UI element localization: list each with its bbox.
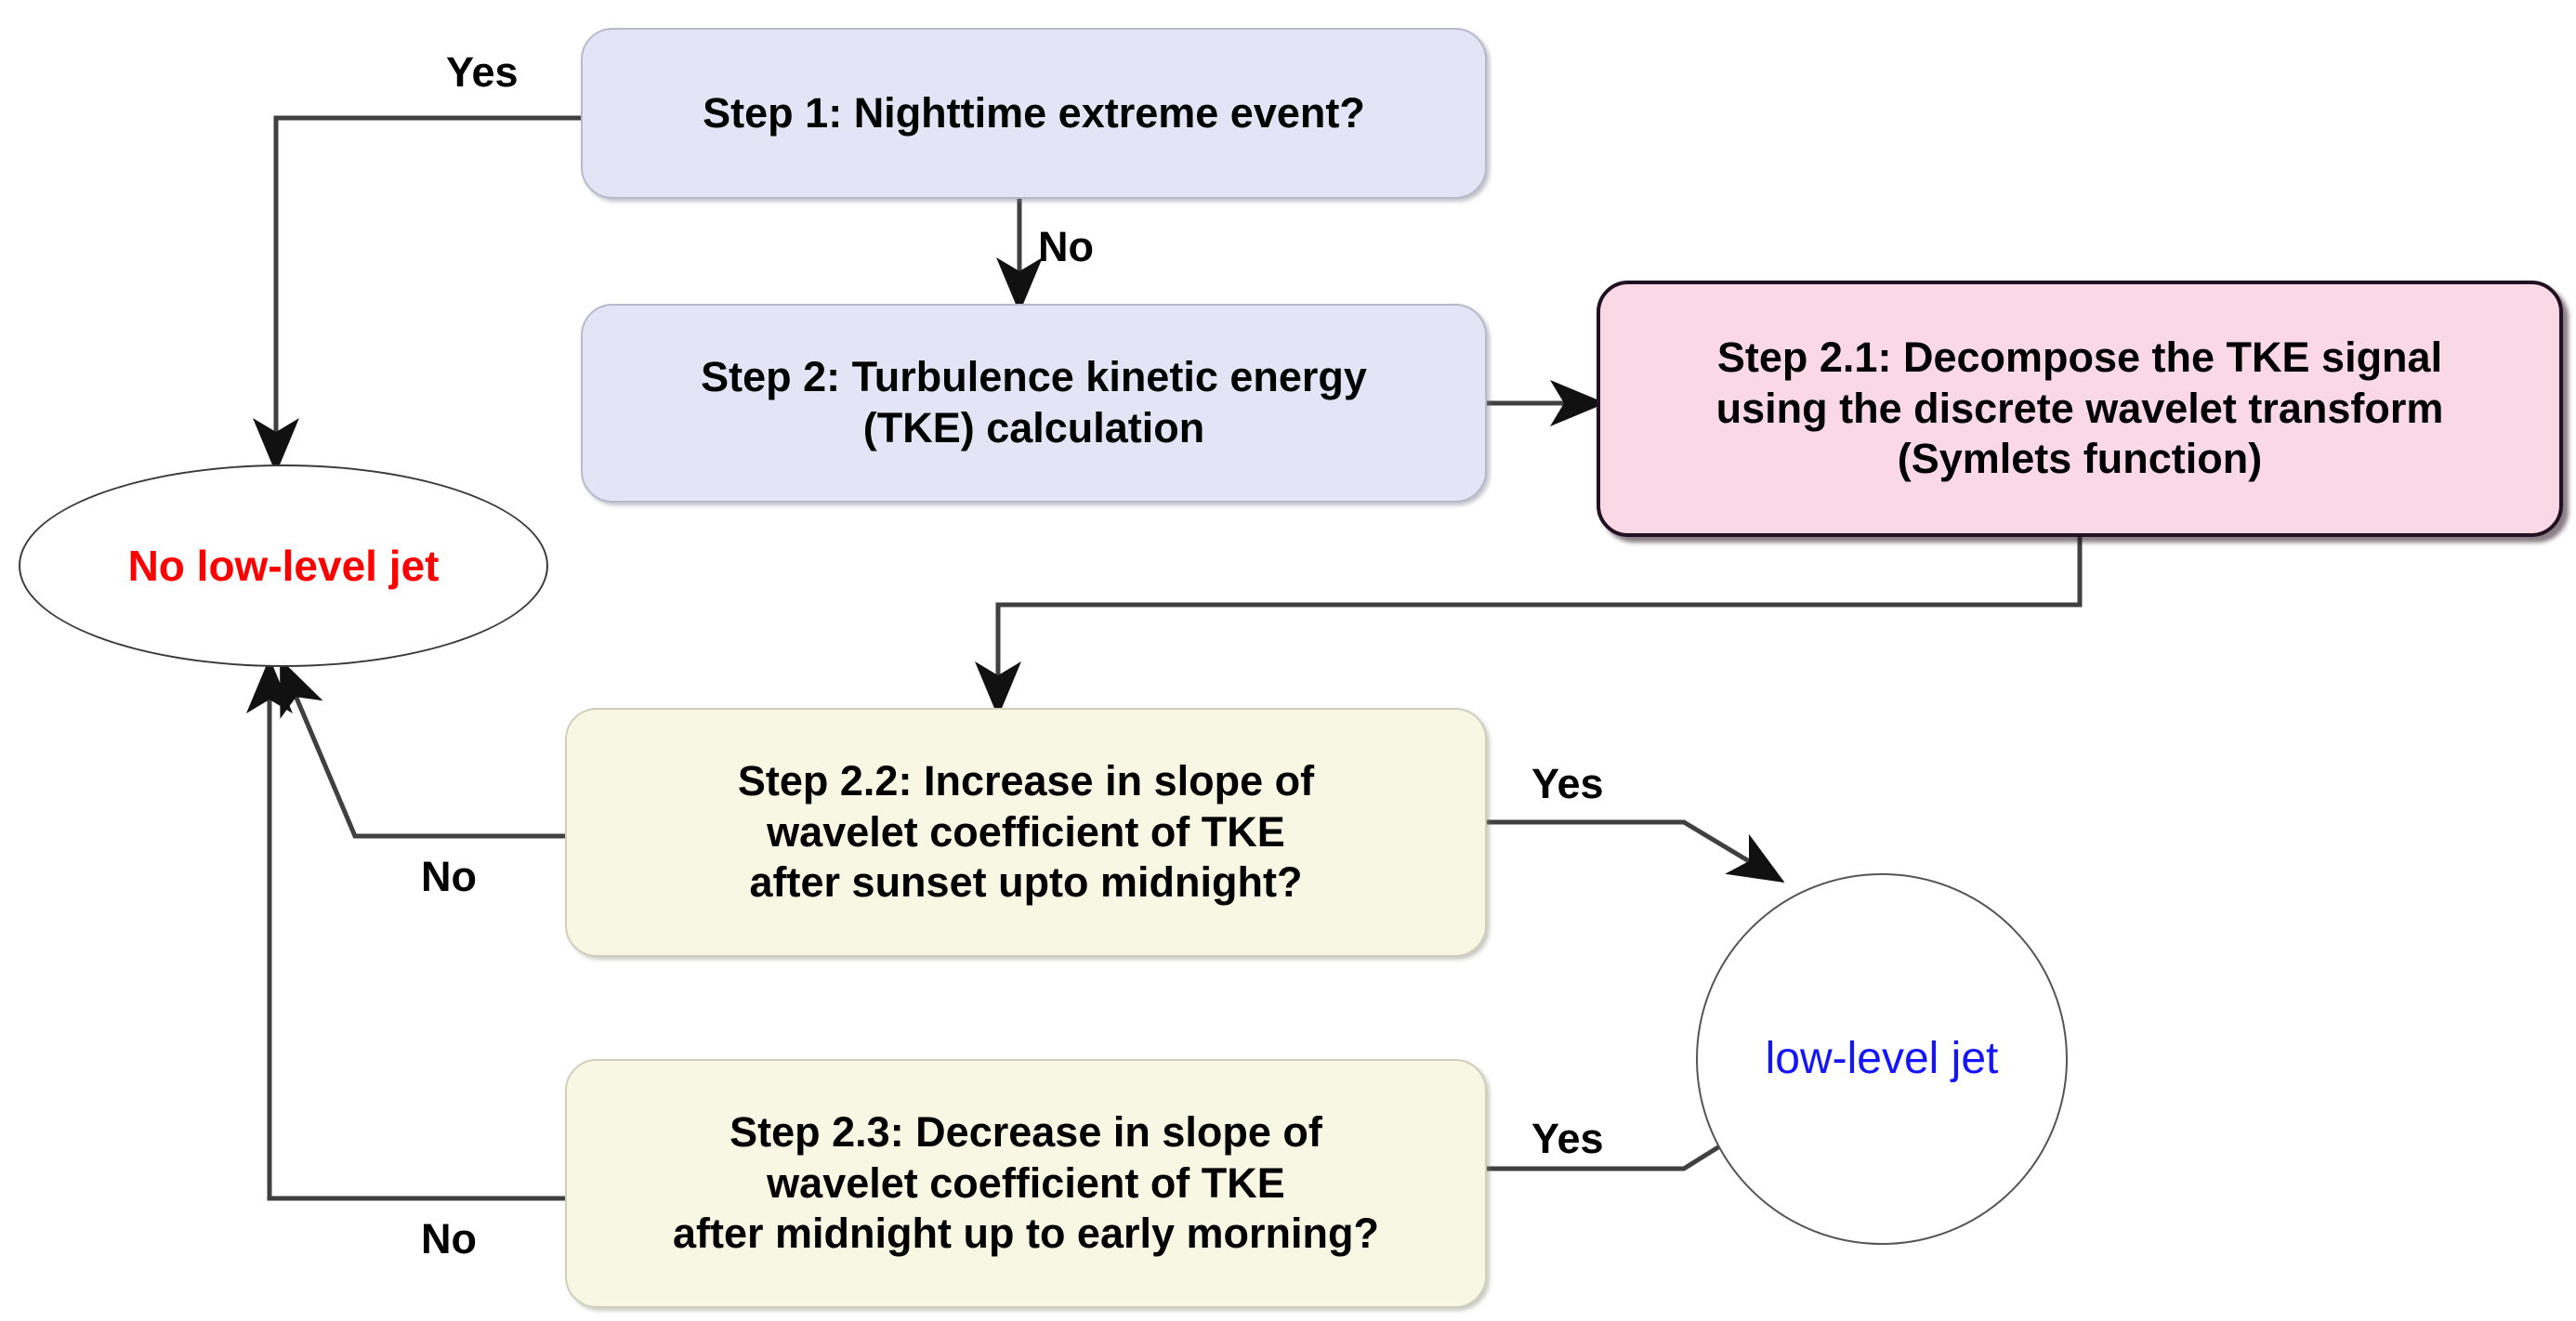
node-step2-1-label: Step 2.1: Decompose the TKE signal using… [1715, 333, 2444, 483]
node-step2-3[interactable]: Step 2.3: Decrease in slope of wavelet c… [565, 1059, 1487, 1308]
node-no-low-level-jet[interactable]: No low-level jet [19, 464, 548, 667]
no-low-level-jet-label: No low-level jet [127, 541, 440, 590]
edge-step2-1-to-step2-2 [975, 537, 2083, 717]
low-level-jet-label: low-level jet [1765, 1033, 1999, 1083]
node-step2-label: Step 2: Turbulence kinetic energy (TKE) … [701, 353, 1367, 451]
edge-step2-2-yes-to-jet [1487, 819, 1785, 883]
node-step1-label: Step 1: Nighttime extreme event? [703, 88, 1365, 137]
node-step1[interactable]: Step 1: Nighttime extreme event? [581, 28, 1487, 199]
node-step2-3-label: Step 2.3: Decrease in slope of wavelet c… [672, 1107, 1379, 1258]
edge-label-step2-3-yes: Yes [1531, 1115, 1604, 1162]
node-low-level-jet[interactable]: low-level jet [1696, 873, 2068, 1245]
edge-label-step2-2-no: No [421, 853, 477, 900]
node-step2-1[interactable]: Step 2.1: Decompose the TKE signal using… [1597, 281, 2563, 537]
edge-label-step1-yes: Yes [446, 48, 519, 96]
node-step2[interactable]: Step 2: Turbulence kinetic energy (TKE) … [581, 304, 1487, 503]
edge-step1-yes-to-no-jet [253, 115, 581, 474]
node-step2-2[interactable]: Step 2.2: Increase in slope of wavelet c… [565, 708, 1487, 957]
edge-label-step2-3-no: No [421, 1215, 477, 1262]
edge-step2-3-no-to-no-jet [246, 658, 565, 1201]
edge-label-step2-2-yes: Yes [1531, 760, 1604, 807]
edge-label-step1-no: No [1038, 223, 1094, 270]
node-step2-2-label: Step 2.2: Increase in slope of wavelet c… [737, 756, 1315, 907]
edge-step2-2-no-path [280, 658, 565, 839]
